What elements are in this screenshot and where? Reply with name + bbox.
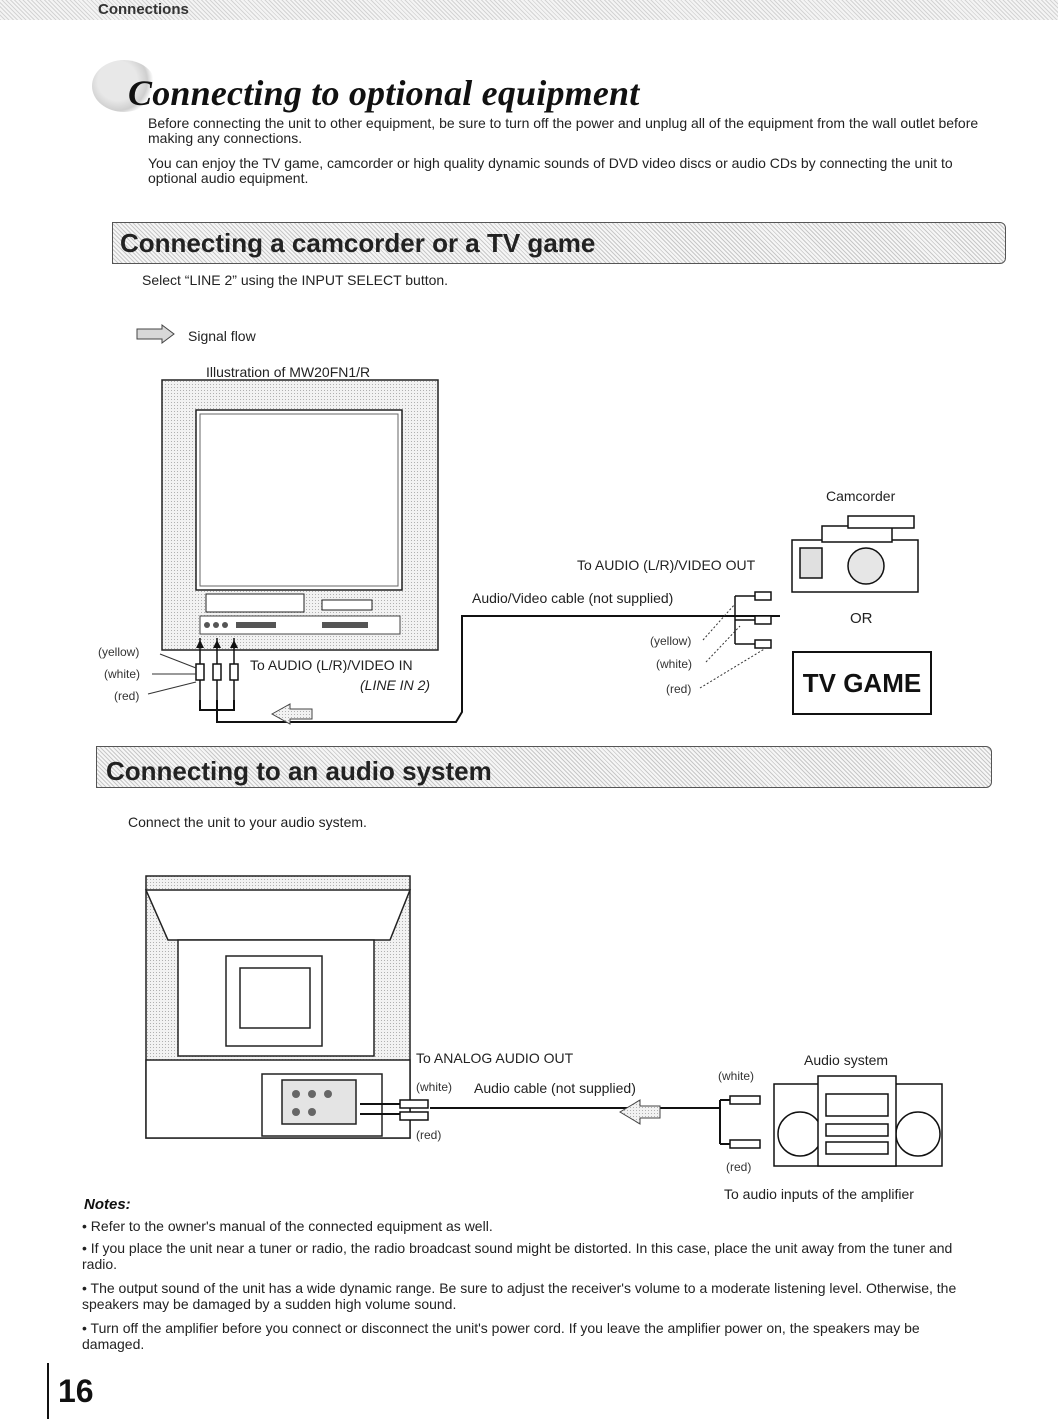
- to-audio-inputs-label: To audio inputs of the amplifier: [724, 1186, 914, 1202]
- illustration-caption: Illustration of MW20FN1/R: [206, 364, 371, 380]
- section2-title: Connecting to an audio system: [106, 756, 492, 786]
- header-band: [0, 0, 1058, 20]
- page-number-rule: [47, 1363, 49, 1419]
- signal-flow-icon: [136, 324, 176, 344]
- intro-paragraph-1: Before connecting the unit to other equi…: [148, 115, 979, 146]
- left-label-red: (red): [114, 689, 140, 703]
- audio-system-label: Audio system: [804, 1052, 889, 1068]
- intro-paragraph-2: You can enjoy the TV game, camcorder or …: [148, 155, 953, 186]
- note-item-4: • Turn off the amplifier before you conn…: [82, 1320, 920, 1352]
- left-label-white: (white): [104, 667, 141, 681]
- section1-title: Connecting a camcorder or a TV game: [120, 228, 596, 258]
- camcorder-illustration: [791, 515, 919, 593]
- title-bubble-ornament: [92, 60, 156, 112]
- to-audio-video-out-label: To AUDIO (L/R)/VIDEO OUT: [577, 557, 756, 573]
- section2-instruction: Connect the unit to your audio system.: [128, 814, 367, 830]
- left-white-label: (white): [416, 1080, 453, 1094]
- left-label-yellow: (yellow): [98, 645, 140, 659]
- page-title: Connecting to optional equipment: [128, 73, 640, 113]
- page-number: 16: [58, 1373, 94, 1409]
- signal-flow-label: Signal flow: [188, 328, 256, 344]
- notes-heading: Notes:: [84, 1196, 131, 1213]
- audio-cable-label: Audio cable (not supplied): [474, 1080, 636, 1096]
- note-item-1: • Refer to the owner's manual of the con…: [82, 1218, 493, 1234]
- tv-front-illustration: [161, 379, 439, 651]
- or-label: OR: [850, 610, 873, 627]
- right-red-label: (red): [726, 1160, 752, 1174]
- note-item-2: • If you place the unit near a tuner or …: [82, 1240, 953, 1272]
- note-text-1: Refer to the owner's manual of the conne…: [90, 1218, 493, 1234]
- tv-rear-illustration: [144, 875, 412, 1139]
- section-header-label: Connections: [98, 1, 189, 18]
- to-analog-audio-out-label: To ANALOG AUDIO OUT: [416, 1050, 574, 1066]
- tv-game-box: TV GAME: [792, 651, 932, 715]
- section1-bar: [112, 222, 1006, 264]
- section2-bar: [96, 746, 992, 788]
- note-text-3: The output sound of the unit has a wide …: [82, 1280, 957, 1312]
- to-audio-video-in-label: To AUDIO (L/R)/VIDEO IN: [250, 657, 413, 673]
- line-in-2-label: (LINE IN 2): [360, 677, 431, 693]
- right-label-white: (white): [656, 657, 693, 671]
- camcorder-label: Camcorder: [826, 488, 896, 504]
- section1-instruction: Select “LINE 2” using the INPUT SELECT b…: [142, 272, 449, 288]
- av-cable-label: Audio/Video cable (not supplied): [472, 590, 674, 606]
- audio-system-illustration: [773, 1075, 943, 1167]
- note-item-3: • The output sound of the unit has a wid…: [82, 1280, 957, 1312]
- note-text-2: If you place the unit near a tuner or ra…: [82, 1240, 953, 1272]
- right-label-yellow: (yellow): [650, 634, 692, 648]
- right-white-label: (white): [718, 1069, 755, 1083]
- right-label-red: (red): [666, 682, 692, 696]
- note-text-4: Turn off the amplifier before you connec…: [82, 1320, 920, 1352]
- left-red-label: (red): [416, 1128, 442, 1142]
